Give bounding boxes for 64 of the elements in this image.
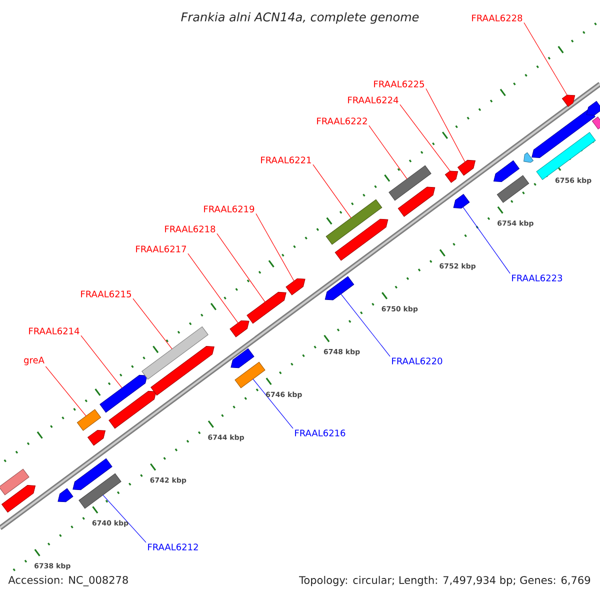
leader-line bbox=[462, 206, 510, 274]
leader-line bbox=[312, 164, 352, 218]
gene-bar bbox=[230, 348, 254, 368]
gene-label: FRAAL6224 bbox=[348, 96, 398, 104]
leader-line bbox=[102, 494, 146, 543]
gene-bar bbox=[108, 390, 156, 429]
gene-label: FRAAL6216 bbox=[295, 430, 346, 436]
gene-label: FRAAL6225 bbox=[374, 80, 424, 88]
gene-bar bbox=[494, 160, 520, 182]
leader-line bbox=[188, 253, 238, 324]
gene-bar bbox=[334, 218, 388, 261]
gene-block bbox=[142, 326, 208, 380]
leader-line bbox=[340, 294, 390, 357]
leader-line bbox=[216, 233, 266, 302]
gene-label: FRAAL6219 bbox=[204, 206, 254, 212]
gene-bar bbox=[524, 152, 534, 163]
gene-bar bbox=[58, 488, 74, 502]
gene-block bbox=[592, 116, 600, 130]
gene-label: FRAAL6218 bbox=[165, 226, 216, 232]
gene-label: FRAAL6222 bbox=[317, 118, 367, 124]
leader-line bbox=[524, 22, 568, 96]
gene-block bbox=[78, 473, 122, 509]
gene-bar bbox=[246, 292, 286, 324]
leader-line bbox=[426, 88, 466, 162]
leader-line bbox=[45, 366, 86, 416]
leader-line bbox=[368, 125, 408, 180]
gene-label: FRAAL6212 bbox=[148, 544, 198, 550]
gene-bar bbox=[324, 276, 354, 300]
leader-line bbox=[132, 298, 172, 350]
gene-label: FRAAL6220 bbox=[392, 358, 442, 364]
gene-bar bbox=[230, 320, 250, 338]
gene-bar bbox=[398, 186, 436, 217]
gene-label: FRAAL6217 bbox=[136, 246, 186, 252]
gene-bar bbox=[562, 94, 576, 107]
gene-bar bbox=[286, 278, 306, 296]
gene-block bbox=[76, 409, 102, 431]
gene-label: FRAAL6215 bbox=[81, 290, 131, 298]
gene-bar bbox=[2, 485, 36, 513]
footer-text: Accession: NC_008278 bbox=[8, 576, 128, 586]
gene-bar bbox=[532, 108, 596, 158]
footer-text: Topology: circular; Length: 7,497,934 bp; Genes: 6,769 bbox=[299, 576, 590, 586]
gene-bar bbox=[586, 100, 600, 116]
gene-block bbox=[0, 468, 30, 496]
gene-bar bbox=[453, 194, 470, 208]
gene-block bbox=[388, 165, 432, 201]
gene-block bbox=[496, 175, 530, 203]
title-text: Frankia alni ACN14a, complete genome bbox=[181, 12, 419, 24]
gene-label: FRAAL6228 bbox=[472, 14, 522, 22]
leader-line bbox=[400, 104, 450, 172]
gene-block bbox=[326, 199, 382, 245]
gene-bar bbox=[150, 346, 214, 396]
gene-bar bbox=[444, 170, 458, 183]
gene-label: FRAAL6223 bbox=[512, 274, 562, 282]
leader-line bbox=[80, 335, 122, 388]
leader-line bbox=[252, 378, 294, 429]
gene-bar bbox=[88, 430, 106, 446]
gene-bar bbox=[72, 458, 112, 490]
gene-label: greA bbox=[24, 356, 44, 366]
gene-bar bbox=[458, 160, 476, 176]
gene-label: FRAAL6214 bbox=[29, 328, 80, 334]
leader-line bbox=[256, 213, 294, 282]
gene-block bbox=[234, 362, 266, 388]
gene-bar bbox=[100, 374, 148, 413]
gene-label: FRAAL6221 bbox=[261, 156, 311, 164]
